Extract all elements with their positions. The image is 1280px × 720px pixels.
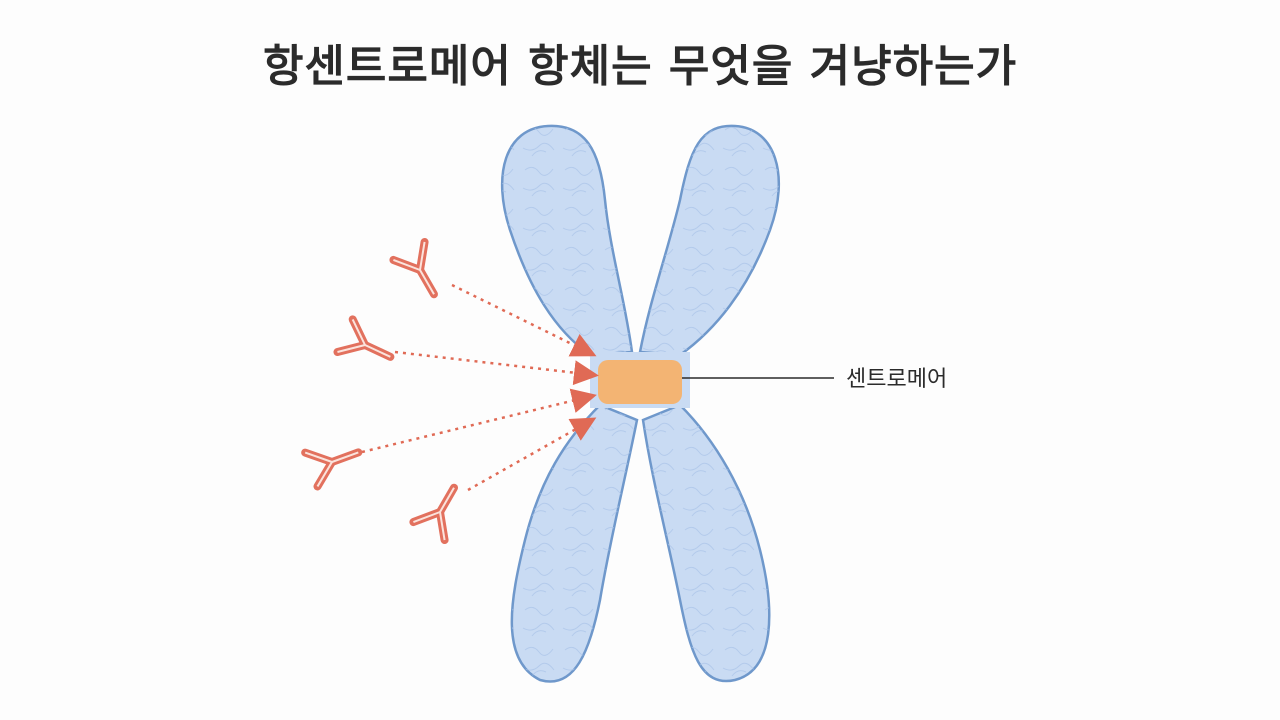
centromere-label: 센트로메어: [846, 367, 947, 392]
targeting-arrows: [361, 283, 599, 492]
antibody-icon: [409, 483, 458, 545]
antibody-icon: [333, 315, 395, 361]
centromere-band: [598, 360, 682, 404]
chromosome-icon: [500, 124, 781, 683]
antibody-icon: [389, 237, 438, 299]
arrow-1: [451, 283, 597, 357]
arrow-2: [394, 350, 599, 386]
page-title: 항센트로메어 항체는 무엇을 겨냥하는가: [262, 41, 1018, 92]
arrow-3: [361, 388, 597, 454]
antibody-icon: [301, 448, 363, 491]
